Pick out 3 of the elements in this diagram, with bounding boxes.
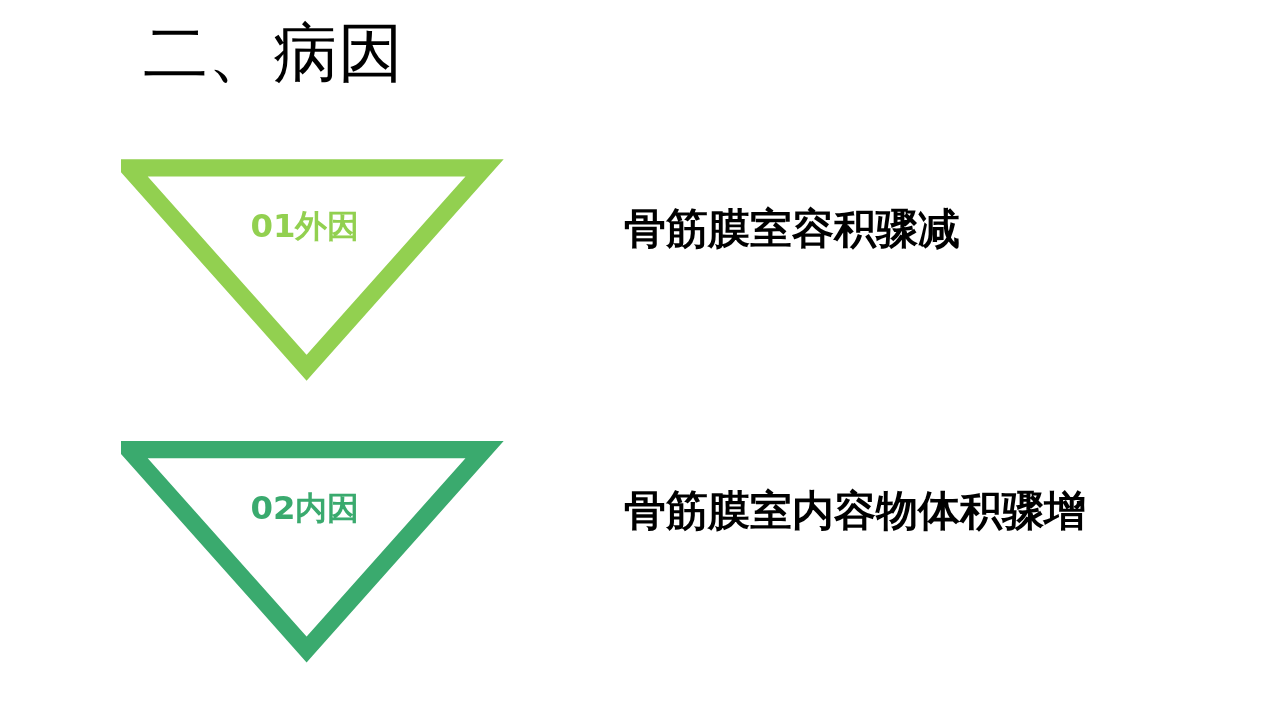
node-label: 骨筋膜室内容物体积骤增 [624, 486, 1087, 536]
diagram-title: 二、病因 [143, 15, 404, 91]
node-label: 骨筋膜室容积骤减 [623, 204, 960, 254]
